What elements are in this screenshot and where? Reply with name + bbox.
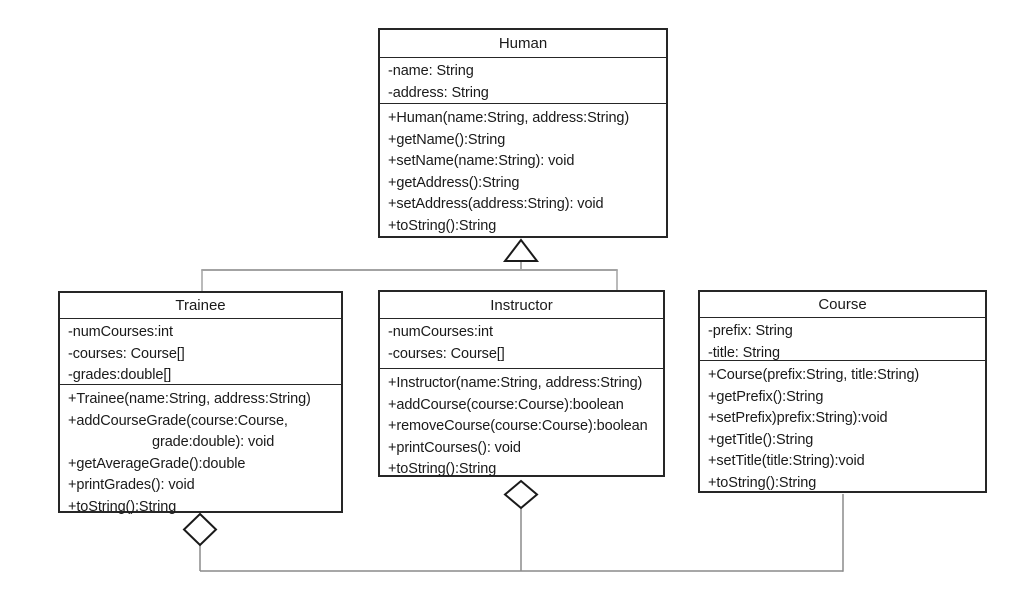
course-attributes-compartment: -prefix: String -title: String — [700, 318, 985, 361]
instructor-attributes-compartment: -numCourses:int -courses: Course[] — [380, 319, 663, 369]
method: +toString():String — [388, 217, 497, 234]
attribute: -grades:double[] — [68, 367, 172, 383]
course-methods-compartment: +Course(prefix:String, title:String) +ge… — [700, 361, 985, 494]
method: +toString():String — [708, 474, 817, 491]
attribute: -name: String — [388, 63, 474, 79]
method: +getPrefix():String — [708, 388, 824, 405]
trainee-methods-compartment: +Trainee(name:String, address:String) +a… — [60, 385, 341, 518]
method: +addCourseGrade(course:Course, — [68, 412, 288, 429]
method: +Course(prefix:String, title:String) — [708, 367, 920, 383]
attribute: -title: String — [708, 344, 780, 361]
method: +Human(name:String, address:String) — [388, 110, 630, 126]
method: +removeCourse(course:Course):boolean — [388, 418, 648, 434]
class-box-trainee: Trainee -numCourses:int -courses: Course… — [58, 291, 343, 515]
method: +addCourse(course:Course):boolean — [388, 396, 624, 413]
method: +setName(name:String): void — [388, 153, 575, 169]
method: +toString():String — [68, 498, 177, 515]
method-continuation: grade:double): void — [152, 434, 275, 450]
class-title-human: Human — [380, 30, 666, 58]
class-title-course: Course — [700, 292, 985, 318]
method: +toString():String — [388, 461, 497, 477]
attribute: -numCourses:int — [68, 324, 173, 340]
class-box-instructor: Instructor -numCourses:int -courses: Cou… — [378, 290, 665, 477]
trainee-attributes-compartment: -numCourses:int -courses: Course[] -grad… — [60, 319, 341, 385]
method: +getName():String — [388, 131, 506, 148]
class-title-instructor: Instructor — [380, 292, 663, 319]
method: +Trainee(name:String, address:String) — [68, 391, 311, 407]
attribute: -courses: Course[] — [68, 345, 185, 362]
class-title-trainee: Trainee — [60, 293, 341, 319]
method: +getTitle():String — [708, 431, 814, 448]
method: +printGrades(): void — [68, 477, 195, 493]
human-attributes-compartment: -name: String -address: String — [380, 58, 666, 104]
attribute: -prefix: String — [708, 323, 793, 339]
method: +setTitle(title:String):void — [708, 453, 865, 469]
instructor-methods-compartment: +Instructor(name:String, address:String)… — [380, 369, 663, 481]
class-box-course: Course -prefix: String -title: String +C… — [698, 290, 987, 493]
method: +setAddress(address:String): void — [388, 196, 604, 212]
human-methods-compartment: +Human(name:String, address:String) +get… — [380, 104, 666, 237]
attribute: -address: String — [388, 84, 489, 101]
method: +printCourses(): void — [388, 439, 521, 456]
aggregation-diamond-trainee-icon — [182, 512, 218, 547]
inheritance-triangle-icon — [502, 238, 540, 262]
method: +getAverageGrade():double — [68, 455, 246, 472]
attribute: -numCourses:int — [388, 324, 493, 340]
aggregation-diamond-instructor-icon — [503, 479, 539, 510]
method: +setPrefix)prefix:String):void — [708, 410, 888, 426]
attribute: -courses: Course[] — [388, 345, 505, 362]
class-box-human: Human -name: String -address: String +Hu… — [378, 28, 668, 238]
method: +Instructor(name:String, address:String) — [388, 375, 643, 391]
method: +getAddress():String — [388, 174, 520, 191]
